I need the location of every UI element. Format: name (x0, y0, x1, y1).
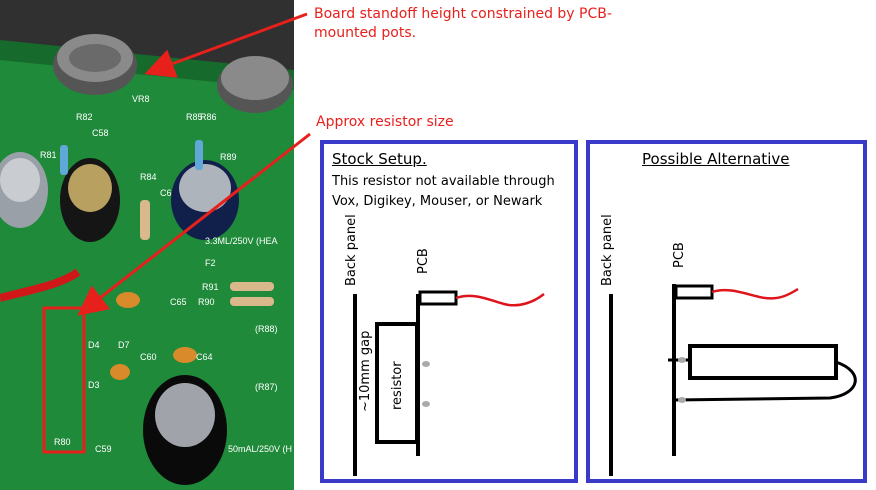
resistor-r81 (60, 145, 68, 175)
wire (455, 293, 545, 307)
resistor-label: resistor (390, 361, 405, 410)
resistor-lead (422, 361, 430, 367)
silk-label: R80 (54, 437, 71, 447)
resistor-r90 (230, 297, 274, 306)
pcb-photo: VR8 R82 C58 R81 R84 R85 R86 R89 C6 F2 R9… (0, 0, 294, 490)
silk-label: R84 (140, 172, 157, 182)
silk-label: (R88) (255, 324, 278, 334)
resistor-lead (673, 360, 857, 402)
silk-label: R91 (202, 282, 219, 292)
silk-label: C59 (95, 444, 112, 454)
back-panel-label: Back panel (600, 214, 615, 286)
capacitor-orange (116, 292, 140, 308)
silk-label: R90 (198, 297, 215, 307)
lead-solder (678, 397, 686, 403)
potentiometer-vr8 (53, 34, 137, 95)
silk-label: VR8 (132, 94, 150, 104)
panel-title: Stock Setup. (332, 150, 427, 168)
connector-tab (674, 284, 714, 300)
arrow-to-resistor (77, 132, 311, 316)
pcb-label: PCB (416, 248, 431, 274)
alternative-panel: Possible Alternative Back panel PCB (586, 140, 867, 483)
pcb-label: PCB (672, 242, 687, 268)
connector-tab (418, 290, 458, 306)
resistor-r84 (140, 200, 150, 240)
capacitor-orange (110, 364, 130, 380)
resistor-body (688, 344, 838, 380)
silk-label: R89 (220, 152, 237, 162)
capacitor-orange (173, 347, 197, 363)
silk-label: 50mAL/250V (H (228, 444, 292, 454)
resistor-r85 (195, 140, 203, 170)
silk-label: R82 (76, 112, 93, 122)
alternative-diagram (609, 284, 857, 476)
capacitor-c6 (171, 160, 239, 240)
silk-label: C6 (160, 188, 172, 198)
silk-label: C65 (170, 297, 187, 307)
panel-title: Possible Alternative (642, 150, 790, 168)
silk-label: D4 (88, 340, 100, 350)
silk-label: C64 (196, 352, 213, 362)
stock-setup-panel: Stock Setup. This resistor not available… (320, 140, 578, 483)
silk-label: R86 (200, 112, 217, 122)
silk-label: 3.3ML/250V (HEA (205, 236, 278, 246)
resistor-size-box (42, 306, 86, 454)
availability-note: This resistor not available through Vox,… (332, 174, 555, 209)
resistor-r91 (230, 282, 274, 291)
gap-label: ~10mm gap (358, 330, 373, 412)
back-panel-label: Back panel (344, 214, 359, 286)
silk-label: R81 (40, 150, 57, 160)
callout-standoff: Board standoff height constrained by PCB… (314, 6, 612, 41)
capacitor-black (60, 158, 120, 242)
callout-resistor-size: Approx resistor size (316, 114, 454, 130)
lead-solder (678, 357, 686, 363)
capacitor-bottom (143, 375, 227, 485)
potentiometer-right (217, 56, 293, 113)
stock-diagram (353, 290, 545, 476)
silk-label: R85 (186, 112, 203, 122)
red-wire (0, 268, 81, 302)
silk-label: C60 (140, 352, 157, 362)
silk-label: D3 (88, 380, 100, 390)
resistor-body (375, 322, 419, 444)
silk-label: D7 (118, 340, 130, 350)
silk-label: C58 (92, 128, 109, 138)
wire (711, 287, 799, 300)
resistor-lead (422, 401, 430, 407)
arrow-to-pot (144, 12, 308, 78)
capacitor-left (0, 152, 48, 228)
silk-label: (R87) (255, 382, 278, 392)
silk-label: F2 (205, 258, 216, 268)
